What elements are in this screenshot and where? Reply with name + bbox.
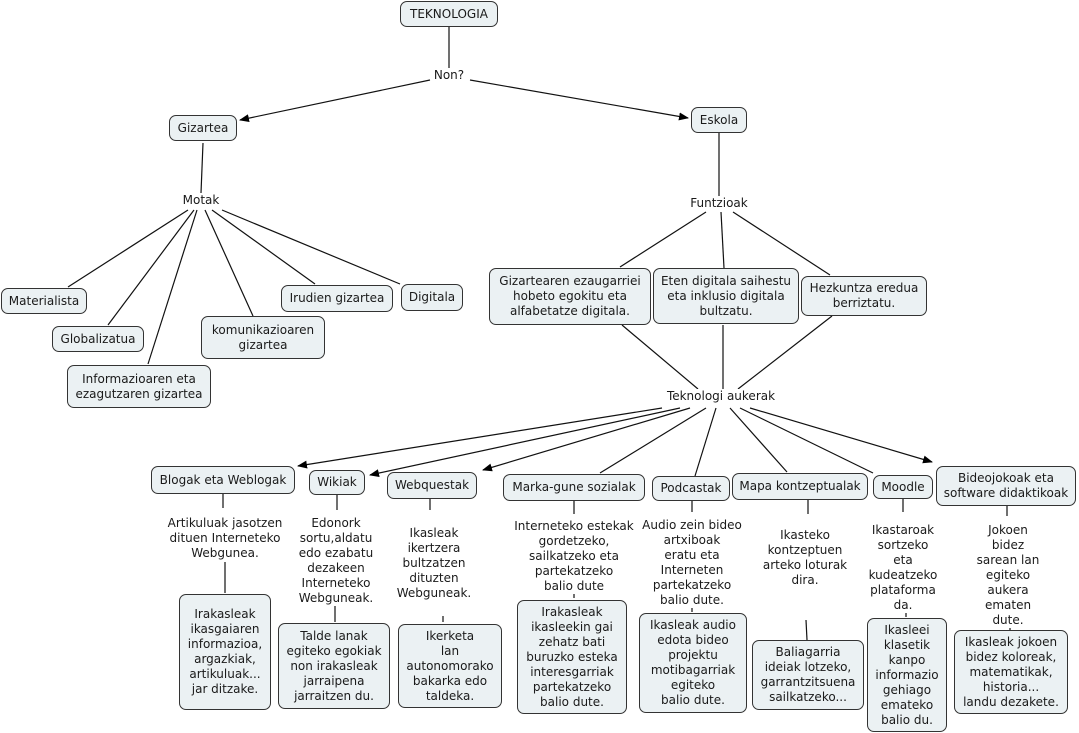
node-mota[interactable]: Materialista [1, 288, 87, 314]
node-tool-use[interactable]: Ikasleak audio edota bideo projektu moti… [639, 613, 747, 713]
node-funtzioa[interactable]: Gizartearen ezaugarriei hobeto egokitu e… [489, 268, 651, 325]
tool-description: Jokoen bidez sarean lan egiteko aukera e… [972, 523, 1044, 628]
tool-description: Ikasteko kontzeptuen arteko loturak dira… [760, 528, 850, 588]
node-tool-moodle[interactable]: Moodle [873, 475, 933, 499]
node-funtzioa[interactable]: Hezkuntza eredua berriztatu. [801, 276, 927, 316]
node-gizartea[interactable]: Gizartea [169, 115, 237, 141]
node-tool-marka-gune[interactable]: Marka-gune sozialak [503, 474, 645, 501]
node-tool-mapa[interactable]: Mapa kontzeptualak [732, 473, 868, 500]
link-label-funtzioak: Funtzioak [688, 196, 750, 211]
node-eskola[interactable]: Eskola [691, 107, 747, 133]
node-tool-wikiak[interactable]: Wikiak [309, 470, 365, 495]
node-tool-use[interactable]: Ikerketa lan autonomorako bakarka edo ta… [398, 624, 502, 708]
node-tool-blogak[interactable]: Blogak eta Weblogak [151, 466, 295, 494]
node-tool-use[interactable]: Talde lanak egiteko egokiak non irakasle… [278, 623, 390, 709]
node-root[interactable]: TEKNOLOGIA [400, 1, 498, 27]
tool-description: Ikasleak ikertzera bultzatzen dituzten W… [394, 526, 474, 601]
link-label-teknologi-aukerak: Teknologi aukerak [664, 389, 778, 404]
node-mota[interactable]: Irudien gizartea [281, 285, 393, 312]
tool-description: Edonork sortu,aldatu edo ezabatu dezakee… [296, 516, 376, 606]
node-funtzioa[interactable]: Eten digitala saihestu eta inklusio digi… [653, 268, 799, 324]
node-tool-use[interactable]: Irakasleak ikasgaiaren informazioa, arga… [179, 594, 271, 710]
tool-description: Artikuluak jasotzen dituen Interneteko W… [165, 516, 285, 561]
node-tool-podcastak[interactable]: Podcastak [652, 476, 730, 501]
node-tool-webquestak[interactable]: Webquestak [387, 472, 477, 499]
node-mota[interactable]: komunikazioaren gizartea [201, 316, 325, 359]
node-mota[interactable]: Informazioaren eta ezagutzaren gizartea [67, 365, 211, 408]
node-tool-bideojokoak[interactable]: Bideojokoak eta software didaktikoak [936, 466, 1076, 506]
node-tool-use[interactable]: Irakasleak ikasleekin gai zehatz bati bu… [517, 600, 627, 714]
node-tool-use[interactable]: Ikasleei klasetik kanpo informazio gehia… [867, 618, 947, 732]
node-tool-use[interactable]: Baliagarria ideiak lotzeko, garrantzitsu… [752, 640, 864, 710]
node-tool-use[interactable]: Ikasleak jokoen bidez koloreak, matemati… [954, 630, 1068, 714]
tool-description: Interneteko estekak gordetzeko, sailkatz… [512, 519, 636, 594]
link-label-non: Non? [431, 68, 467, 83]
node-mota[interactable]: Digitala [401, 284, 463, 311]
link-label-motak: Motak [180, 193, 222, 208]
tool-description: Ikastaroak sortzeko eta kudeatzeko plata… [866, 523, 940, 613]
node-mota[interactable]: Globalizatua [52, 326, 144, 352]
tool-description: Audio zein bideo artxiboak eratu eta Int… [640, 518, 744, 608]
